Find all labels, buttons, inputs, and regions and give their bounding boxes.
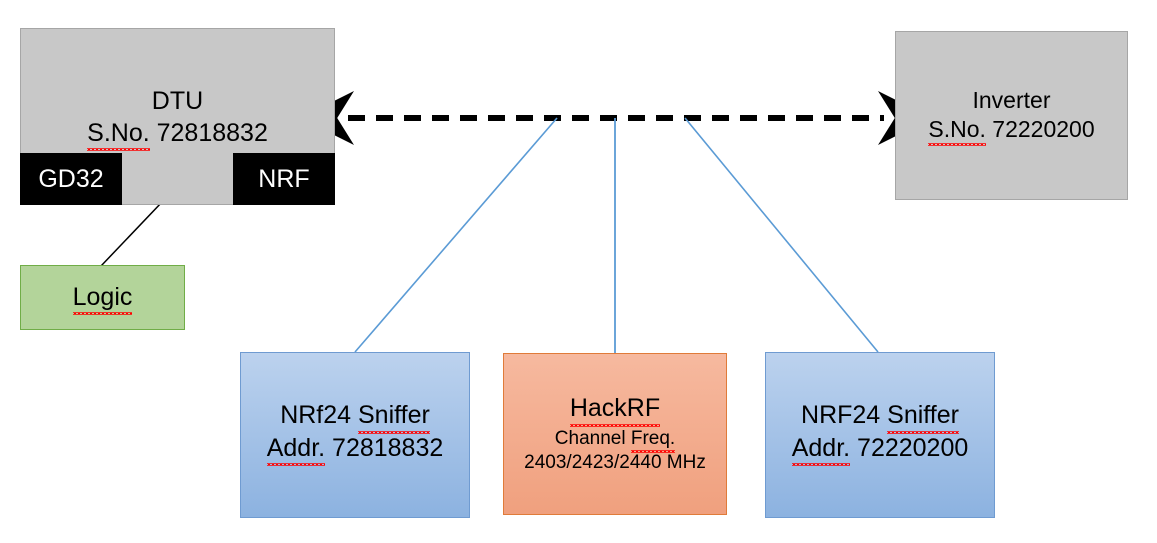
sniffer-left-addr-prefix: Addr.	[266, 433, 326, 466]
gd32-mcu-chip[interactable]: GD32	[20, 153, 122, 205]
inverter-serial: S.No. 72220200	[928, 116, 1095, 147]
sniffer-right-title-word: Sniffer	[887, 401, 959, 433]
tap-sniffer-right	[684, 117, 879, 353]
hackrf-box[interactable]: HackRF Channel Freq. 2403/2423/2440 MHz	[503, 353, 727, 515]
logic-label-text: Logic	[72, 282, 133, 315]
nrf24-sniffer-inverter-box[interactable]: NRF24 Sniffer Addr. 72220200	[765, 352, 995, 518]
dtu-serial: S.No. 72818832	[87, 118, 268, 151]
sniffer-right-addr-value: 72220200	[850, 433, 969, 462]
hackrf-frequencies: 2403/2423/2440 MHz	[524, 451, 706, 473]
inverter-title: Inverter	[972, 87, 1051, 113]
sniffer-right-addr: Addr. 72220200	[791, 433, 969, 466]
tap-sniffer-left	[354, 117, 558, 353]
hackrf-title: HackRF	[569, 394, 661, 426]
sniffer-right-title: NRF24 Sniffer	[801, 401, 959, 433]
hackrf-channel-word: Freq.	[630, 427, 676, 454]
inverter-device-box[interactable]: Inverter S.No. 72220200	[895, 31, 1128, 200]
nrf-radio-chip[interactable]: NRF	[233, 153, 335, 205]
nrf-label: NRF	[258, 164, 310, 193]
gd32-label: GD32	[38, 164, 104, 193]
sniffer-left-addr-value: 72818832	[325, 433, 444, 462]
sniffer-left-addr: Addr. 72818832	[266, 433, 444, 466]
dtu-serial-value: 72818832	[149, 118, 268, 147]
nrf24-sniffer-dtu-box[interactable]: NRf24 Sniffer Addr. 72818832	[240, 352, 470, 518]
hackrf-channel-prefix: Channel	[554, 427, 631, 449]
sniffer-right-title-prefix: NRF24	[801, 401, 888, 429]
inverter-serial-prefix: S.No.	[928, 116, 986, 147]
dtu-title: DTU	[151, 87, 204, 115]
hackrf-channel-label: Channel Freq.	[554, 427, 676, 454]
sniffer-left-title: NRf24 Sniffer	[280, 401, 430, 433]
sniffer-right-addr-prefix: Addr.	[791, 433, 851, 466]
logic-analyzer-box[interactable]: Logic	[20, 265, 185, 330]
logic-label: Logic	[72, 282, 133, 315]
sniffer-left-title-prefix: NRf24	[280, 401, 358, 429]
sniffer-left-title-word: Sniffer	[358, 401, 430, 433]
hackrf-title-text: HackRF	[569, 394, 661, 426]
dtu-serial-prefix: S.No.	[87, 118, 150, 151]
inverter-serial-value: 72220200	[985, 116, 1095, 143]
